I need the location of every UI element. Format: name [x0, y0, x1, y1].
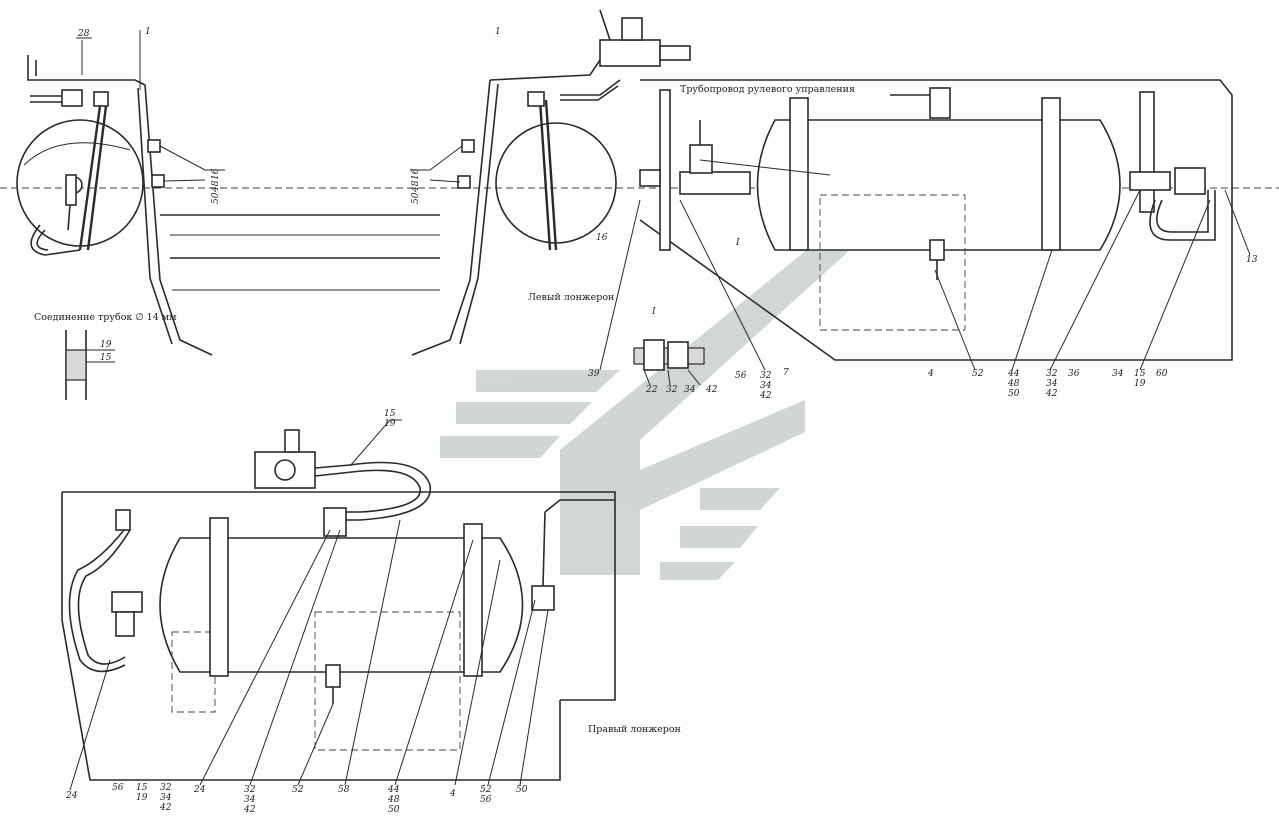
logo-icon [440, 215, 850, 580]
detail-callout-19: 19 [100, 340, 112, 350]
top-callout-34r: 34 [1046, 379, 1058, 389]
bottom-callout-52: 52 [292, 785, 304, 795]
callout-48-middle: 48 [411, 180, 421, 193]
bottom-view: Правый лонжерон 15 19 24 56 15 19 32 34 … [61, 409, 681, 815]
top-callout-48: 48 [1007, 379, 1020, 389]
top-callout-42r: 42 [1045, 389, 1058, 399]
coupling-callout-34: 34 [684, 385, 696, 395]
coupling-detail: I 22 32 34 42 [633, 307, 718, 395]
callout-16-left: 16 [211, 168, 221, 180]
left-side-member-label: Левый лонжерон [528, 292, 614, 303]
bottom-callout-34: 34 [160, 793, 172, 803]
bottom-callout-19: 19 [136, 793, 148, 803]
top-callout-42: 42 [759, 391, 772, 401]
bottom-callout-24: 24 [65, 791, 78, 801]
top-callout-13: 13 [1246, 255, 1258, 265]
coupling-callout-42: 42 [705, 385, 718, 395]
top-callout-44: 44 [1007, 369, 1020, 379]
bottom-callout-58: 58 [338, 785, 350, 795]
callout-1-middle: 1 [495, 27, 501, 37]
top-callout-7: 7 [783, 368, 789, 378]
bottom-callout-56b: 56 [480, 795, 492, 805]
top-callout-34b: 34 [1112, 369, 1124, 379]
top-callout-39: 39 [588, 369, 600, 379]
top-callout-32: 32 [760, 371, 772, 381]
right-side-member-label: Правый лонжерон [588, 724, 681, 735]
top-callout-16: 16 [596, 233, 608, 243]
bottom-callout-56: 56 [112, 783, 124, 793]
callout-28: 28 [77, 29, 90, 39]
bottom-callout-32: 32 [160, 783, 172, 793]
bottom-callout-50: 50 [388, 805, 400, 815]
bottom-callout-24b: 24 [193, 785, 206, 795]
callout-48-left: 48 [211, 180, 221, 193]
pipe-connection-label: Соединение трубок ∅ 14 мм [34, 312, 177, 323]
bottom-callout-42: 42 [159, 803, 172, 813]
section-mark-top: I [735, 238, 740, 248]
pipe-connection-detail: Соединение трубок ∅ 14 мм 19 15 [34, 312, 177, 400]
detail-callout-15: 15 [100, 353, 112, 363]
bottom-callout-32b: 32 [244, 785, 256, 795]
top-callout-50: 50 [1008, 389, 1020, 399]
steering-pipeline-label: Трубопровод рулевого управления [680, 84, 855, 95]
top-callout-34: 34 [760, 381, 772, 391]
left-end-view: 28 1 16 48 50 [0, 27, 1279, 356]
callout-50-left: 50 [211, 192, 221, 204]
top-callout-60: 60 [1156, 369, 1168, 379]
coupling-callout-22: 22 [645, 385, 658, 395]
bottom-callout-44: 44 [387, 785, 400, 795]
callout-50-middle: 50 [411, 192, 421, 204]
bottom-callout-34b: 34 [244, 795, 256, 805]
coupling-callout-32: 32 [666, 385, 678, 395]
bottom-callout-50b: 50 [516, 785, 528, 795]
callout-1-left: 1 [145, 27, 151, 37]
bottom-callout-4: 4 [449, 789, 456, 799]
bottom-callout-42b: 42 [243, 805, 256, 815]
bottom-callout-19-top: 19 [384, 419, 396, 429]
top-callout-52: 52 [972, 369, 984, 379]
top-callout-15: 15 [1134, 369, 1146, 379]
top-right-view: Трубопровод рулевого управления Левый ло… [528, 79, 1258, 401]
bottom-callout-48: 48 [387, 795, 400, 805]
bottom-callout-15: 15 [136, 783, 148, 793]
bottom-callout-52b: 52 [480, 785, 492, 795]
top-callout-36: 36 [1068, 369, 1080, 379]
top-callout-19: 19 [1134, 379, 1146, 389]
callout-16-middle: 16 [411, 168, 421, 180]
bottom-callout-15-top: 15 [384, 409, 396, 419]
middle-end-view: 1 16 48 50 [410, 9, 691, 356]
section-mark: I [651, 307, 656, 317]
top-callout-4: 4 [927, 369, 934, 379]
top-callout-32r: 32 [1046, 369, 1058, 379]
top-callout-56: 56 [735, 371, 747, 381]
